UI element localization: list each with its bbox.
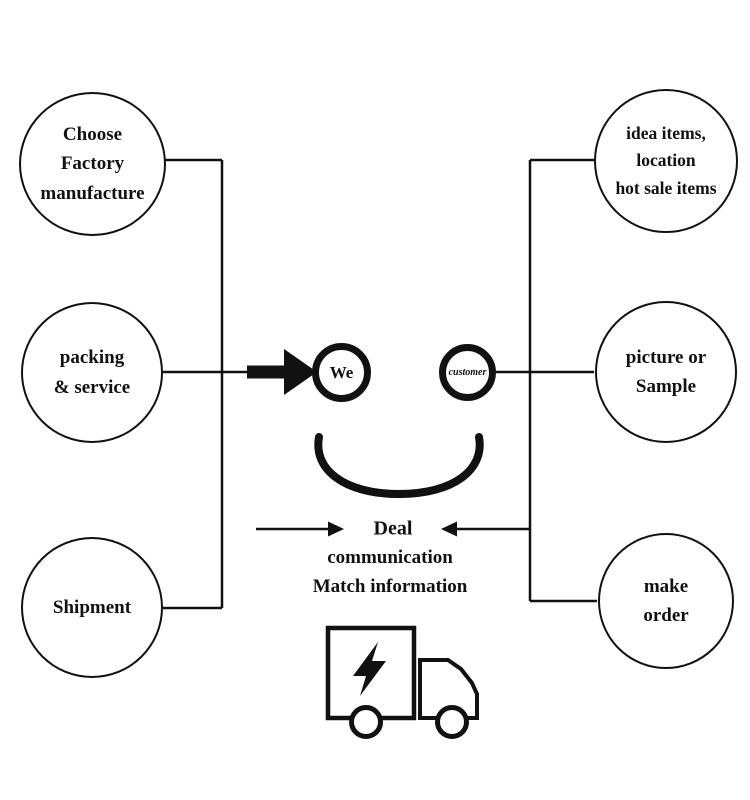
left-connector-lines (163, 158, 247, 610)
we-direction-arrow-icon (247, 349, 317, 395)
node-label: Choose Factory manufacture (40, 120, 144, 208)
node-label-line: make (643, 575, 689, 597)
truck-rear-wheel-icon (349, 705, 383, 739)
node-label: idea items, location hot sale items (615, 120, 716, 201)
smile-curve (314, 433, 484, 499)
node-label-line: & service (53, 376, 131, 398)
node-label-line: Shipment (52, 596, 132, 618)
node-label-line: manufacture (40, 182, 145, 204)
node-packing-service: packing & service (21, 302, 163, 443)
node-idea-items: idea items, location hot sale items (594, 89, 738, 233)
deal-left-arrow-icon (256, 521, 344, 537)
node-label-line: Factory (60, 153, 125, 175)
node-choose-factory-manufacture: Choose Factory manufacture (19, 92, 166, 236)
node-make-order: make order (598, 533, 734, 669)
truck-front-wheel-icon (435, 705, 469, 739)
node-picture-or-sample: picture or Sample (595, 301, 737, 443)
node-label: Shipment (53, 593, 131, 622)
deal-right-arrow-icon (441, 521, 529, 537)
delivery-truck-icon (325, 625, 479, 739)
node-label-line: location (636, 150, 696, 171)
deal-label: Deal (373, 517, 413, 540)
lightning-bolt-icon (353, 642, 386, 696)
node-label: packing & service (54, 343, 130, 402)
node-label-line: packing (59, 347, 125, 369)
node-label-line: Choose (62, 123, 123, 145)
node-label-line: hot sale items (615, 177, 717, 198)
node-label-line: picture or (625, 346, 707, 368)
node-label-line: order (643, 605, 689, 626)
node-label-line: idea items, (626, 123, 706, 144)
we-eye-node: We (312, 343, 371, 402)
customer-eye-node: customer (439, 344, 496, 401)
right-connector-lines (495, 158, 597, 603)
node-label: picture or Sample (626, 343, 706, 402)
communication-label: communication (327, 547, 453, 568)
match-information-label: Match information (312, 576, 468, 597)
customer-label: customer (448, 367, 487, 378)
node-label: make order (643, 572, 688, 631)
we-label: We (329, 362, 354, 382)
node-label-line: Sample (635, 376, 697, 397)
node-shipment: Shipment (21, 537, 163, 678)
